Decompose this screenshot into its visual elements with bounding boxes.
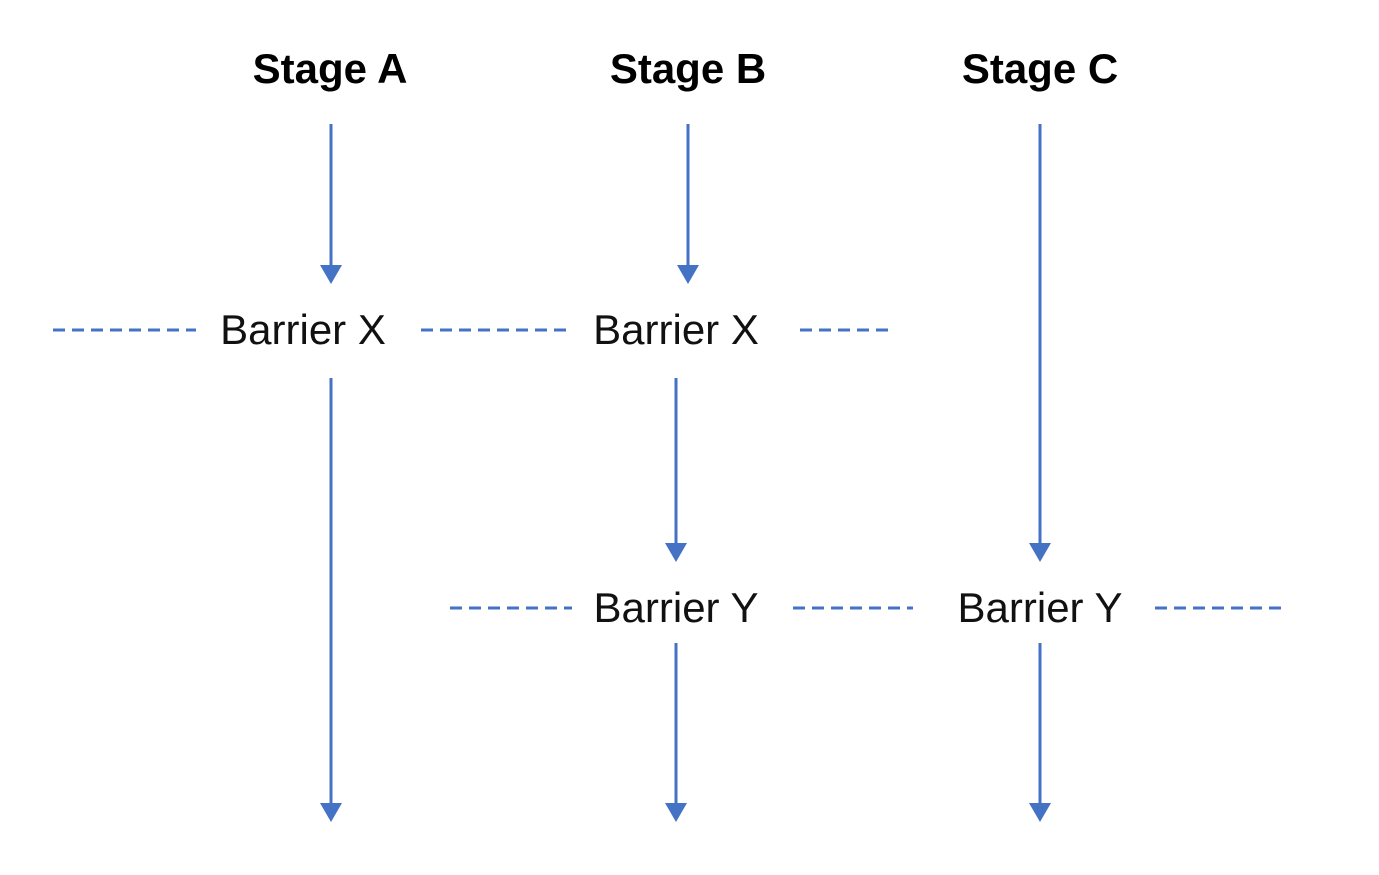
arrow-stage-c-barrier-y-to-output — [1029, 643, 1051, 822]
arrow-head — [665, 803, 687, 822]
dashed-link-left-of-barrier-y-b — [450, 606, 572, 610]
dashed-link-barrier-y-b-to-barrier-y-c — [793, 606, 913, 610]
arrow-stage-b-barrier-y-to-output — [665, 643, 687, 822]
stage-header-c: Stage C — [961, 45, 1119, 92]
arrow-head — [320, 803, 342, 822]
arrow-stage-a-barrier-x-to-output — [320, 378, 342, 822]
dashed-link-left-of-barrier-x-a — [53, 328, 196, 332]
arrow-head — [1029, 803, 1051, 822]
arrow-head — [1029, 543, 1051, 562]
arrow-stage-b-to-barrier-x — [677, 124, 699, 284]
arrow-stage-c-to-barrier-y — [1029, 124, 1051, 562]
dashed-link-barrier-x-a-to-barrier-x-b — [421, 328, 572, 332]
dashed-link-right-of-barrier-x-b — [800, 328, 893, 332]
dashed-link-right-of-barrier-y-c — [1155, 606, 1281, 610]
barrier-label-barrier-x-0: Barrier X — [214, 305, 392, 355]
arrow-stage-a-to-barrier-x — [320, 124, 342, 284]
stage-header-a: Stage A — [252, 45, 408, 92]
arrow-head — [677, 265, 699, 284]
barrier-label-barrier-y-3: Barrier Y — [951, 583, 1129, 633]
arrow-head — [665, 543, 687, 562]
barrier-label-barrier-x-1: Barrier X — [587, 305, 765, 355]
arrow-head — [320, 265, 342, 284]
barrier-label-barrier-y-2: Barrier Y — [587, 583, 765, 633]
arrow-stage-b-barrier-x-to-barrier-y — [665, 378, 687, 562]
stage-header-b: Stage B — [609, 45, 767, 92]
